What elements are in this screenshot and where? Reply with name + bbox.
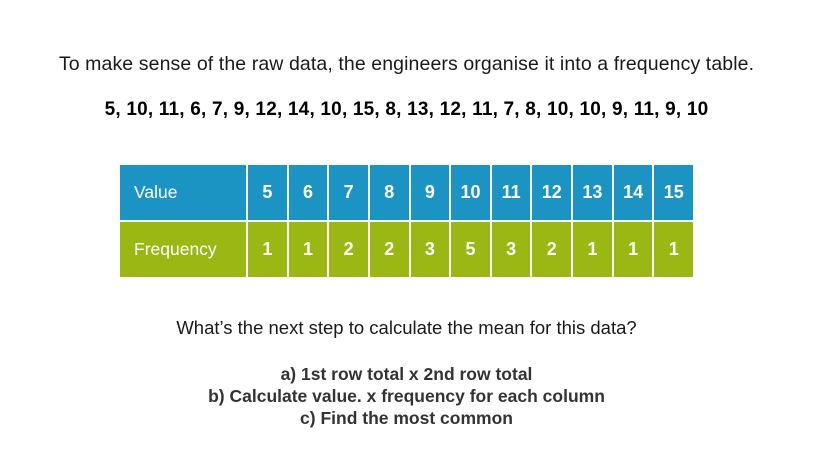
answer-option-a[interactable]: a) 1st row total x 2nd row total (280, 364, 533, 384)
table-row-frequency: Frequency 1 1 2 2 3 5 3 2 1 1 1 (120, 222, 694, 277)
value-cell: 10 (451, 165, 490, 220)
row-header-value: Value (120, 165, 246, 220)
answer-option-c[interactable]: c) Find the most common (300, 408, 513, 428)
question-text: What’s the next step to calculate the me… (176, 317, 637, 338)
frequency-cell: 5 (451, 222, 490, 277)
frequency-cells: 1 1 2 2 3 5 3 2 1 1 1 (246, 222, 694, 277)
raw-data-list: 5, 10, 11, 6, 7, 9, 12, 14, 10, 15, 8, 1… (104, 99, 709, 120)
value-cell: 8 (369, 165, 409, 220)
value-cells: 5 6 7 8 9 10 11 12 13 14 15 (246, 165, 694, 220)
value-cell: 9 (410, 165, 450, 220)
value-cell: 11 (491, 165, 531, 220)
value-cell: 14 (613, 165, 653, 220)
frequency-cell: 2 (532, 222, 572, 277)
frequency-table: Value 5 6 7 8 9 10 11 12 13 14 15 Freque… (120, 165, 694, 279)
frequency-cell: 2 (329, 222, 368, 277)
value-cell: 12 (532, 165, 572, 220)
value-cell: 7 (329, 165, 368, 220)
frequency-cell: 3 (491, 222, 531, 277)
frequency-cell: 1 (654, 222, 694, 277)
value-cell: 6 (288, 165, 328, 220)
frequency-cell: 1 (573, 222, 612, 277)
frequency-cell: 2 (369, 222, 409, 277)
frequency-cell: 1 (288, 222, 328, 277)
value-cell: 13 (573, 165, 612, 220)
frequency-cell: 1 (248, 222, 287, 277)
frequency-cell: 1 (613, 222, 653, 277)
answer-option-b[interactable]: b) Calculate value. x frequency for each… (208, 386, 605, 406)
value-cell: 5 (248, 165, 287, 220)
intro-text: To make sense of the raw data, the engin… (58, 53, 755, 75)
table-row-value: Value 5 6 7 8 9 10 11 12 13 14 15 (120, 165, 694, 220)
row-header-frequency: Frequency (120, 222, 246, 277)
value-cell: 15 (654, 165, 694, 220)
frequency-cell: 3 (410, 222, 450, 277)
answer-options: a) 1st row total x 2nd row total b) Calc… (0, 363, 813, 429)
